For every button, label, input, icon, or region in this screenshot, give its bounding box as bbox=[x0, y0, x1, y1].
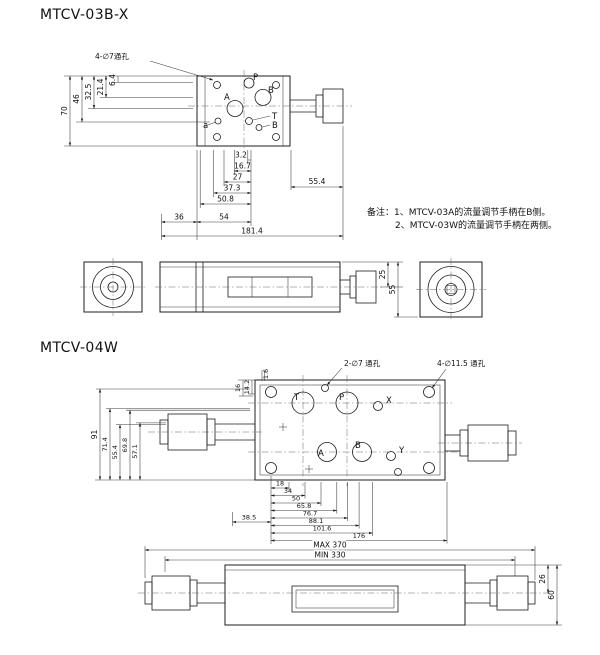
dim-14-2: 14.2 bbox=[243, 380, 251, 394]
port-a-circle bbox=[317, 442, 337, 462]
dim-18: 18 bbox=[276, 480, 284, 488]
port-label-b: B bbox=[268, 86, 274, 96]
model-title-mtcv-03b: MTCV-03B-X bbox=[40, 7, 129, 23]
port-label-y: Y bbox=[398, 446, 405, 456]
port-label-a2: a bbox=[203, 121, 208, 131]
valve-body-top-view-04 bbox=[254, 379, 446, 481]
dim-71-4: 71.4 bbox=[101, 437, 109, 451]
port-b-circle bbox=[352, 442, 372, 462]
adjust-knob bbox=[290, 88, 344, 124]
pilot-hole bbox=[321, 384, 329, 392]
dim-57-1: 57.1 bbox=[131, 444, 139, 458]
dim-76-7: 76.7 bbox=[303, 510, 317, 518]
dim-1-6: 1.6 bbox=[262, 369, 270, 379]
dim-91: 91 bbox=[90, 430, 99, 440]
dim-101-6: 101.6 bbox=[313, 525, 332, 533]
dim-21-4: 21.4 bbox=[96, 78, 105, 95]
mounting-hole bbox=[272, 81, 280, 89]
dim-max-370: MAX 370 bbox=[313, 541, 347, 550]
dim-54: 54 bbox=[219, 213, 229, 222]
mounting-hole bbox=[213, 133, 221, 141]
pilot-hole bbox=[394, 468, 402, 476]
dim-27: 27 bbox=[233, 173, 243, 182]
port-p-circle bbox=[243, 77, 255, 89]
datum-cross bbox=[279, 423, 313, 473]
mtcv03-side-dims: 25 55 bbox=[342, 261, 418, 318]
port-label-a: A bbox=[318, 449, 324, 459]
dim-6-4: 6.4 bbox=[108, 74, 117, 86]
model-title-mtcv-04w: MTCV-04W bbox=[40, 340, 118, 356]
dim-25: 25 bbox=[378, 270, 387, 280]
dim-46: 46 bbox=[72, 94, 81, 104]
mtcv04-vertical-dims: 91 71.4 55.4 69.8 57.1 bbox=[90, 388, 255, 481]
mounting-hole bbox=[423, 462, 435, 474]
dim-60: 60 bbox=[547, 590, 556, 600]
mounting-hole bbox=[423, 386, 435, 398]
mtcv03-end-view-right bbox=[416, 258, 486, 321]
mtcv04-topleft-dims: 16 14.2 1.6 bbox=[234, 369, 270, 397]
dim-37-3: 37.3 bbox=[224, 184, 241, 193]
port-p-circle bbox=[335, 391, 359, 415]
port-a-circle bbox=[226, 100, 244, 117]
remark-line-1: 备注：1、MTCV-03A的流量调节手柄在B侧。 bbox=[367, 206, 550, 218]
port-b2-circle bbox=[255, 124, 263, 131]
dim-70: 70 bbox=[60, 106, 69, 116]
dim-16-7: 16.7 bbox=[234, 162, 251, 171]
mounting-hole bbox=[213, 81, 221, 89]
dim-88-1: 88.1 bbox=[309, 517, 323, 525]
port-a2-circle bbox=[214, 117, 222, 125]
dim-32-5: 32.5 bbox=[84, 83, 93, 100]
dim-55: 55 bbox=[388, 285, 397, 295]
port-label-a: A bbox=[224, 93, 230, 103]
valve-body-top-view bbox=[196, 75, 291, 147]
dim-55-4: 55.4 bbox=[111, 445, 119, 459]
dim-181-4: 181.4 bbox=[241, 227, 263, 236]
port-t-circle bbox=[245, 117, 253, 125]
port-label-t: T bbox=[293, 393, 300, 403]
dim-65-8: 65.8 bbox=[297, 502, 311, 510]
mtcv03-end-view-left bbox=[80, 258, 146, 316]
port-label-b: B bbox=[355, 441, 361, 451]
mtcv03-vertical-dims: 70 46 32.5 21.4 6.4 bbox=[60, 74, 210, 147]
dim-55-4: 55.4 bbox=[309, 177, 326, 186]
dim-3-2: 3.2 bbox=[235, 151, 247, 160]
nameplate bbox=[291, 585, 399, 613]
valve-body-front-view bbox=[224, 564, 466, 626]
adjust-knob-left bbox=[159, 413, 255, 451]
port-b-circle bbox=[254, 89, 272, 106]
dim-34: 34 bbox=[284, 487, 292, 495]
port-label-p: P bbox=[253, 73, 258, 83]
mtcv04-front-view: MAX 370 MIN 330 26 60 bbox=[138, 539, 562, 626]
dim-min-330: MIN 330 bbox=[315, 551, 346, 560]
mounting-hole bbox=[265, 462, 277, 474]
dim-36: 36 bbox=[174, 213, 184, 222]
dim-69-8: 69.8 bbox=[121, 438, 129, 452]
port-x-circle bbox=[373, 401, 383, 411]
remark-line-2: 2、MTCV-03W的流量调节手柄在两侧。 bbox=[395, 219, 557, 231]
mounting-hole bbox=[265, 386, 277, 398]
mtcv03-side-view bbox=[155, 261, 382, 313]
dim-50: 50 bbox=[292, 495, 300, 503]
dim-38-5: 38.5 bbox=[242, 514, 256, 522]
mounting-hole bbox=[272, 133, 280, 141]
dim-26: 26 bbox=[538, 574, 547, 584]
mtcv04-top-view: 2-∅7 通孔 4-∅11.5 通孔 T P X A B Y bbox=[90, 358, 522, 544]
mtcv04-horizontal-dims: 18 34 50 65.8 76.7 88.1 101.6 176 38.5 bbox=[232, 476, 448, 544]
dim-50-8: 50.8 bbox=[217, 195, 234, 204]
port-label-x: X bbox=[386, 396, 392, 406]
adjust-knob-right bbox=[445, 424, 517, 462]
port-label-t: T bbox=[271, 112, 278, 122]
port-label-p: P bbox=[339, 393, 344, 403]
hole-note-4x11-5: 4-∅11.5 通孔 bbox=[437, 358, 486, 368]
hole-note-2x7: 2-∅7 通孔 bbox=[344, 358, 381, 368]
dim-176: 176 bbox=[353, 532, 365, 540]
port-t-circle bbox=[291, 391, 315, 415]
port-label-b2: B bbox=[272, 121, 278, 131]
mtcv03-horizontal-dims: 3.2 16.7 27 37.3 50.8 36 54 181.4 55.4 bbox=[161, 126, 344, 240]
hole-note-4x7: 4-∅7通孔 bbox=[95, 51, 129, 61]
port-y-circle bbox=[386, 451, 396, 461]
mtcv03-top-view: 4-∅7通孔 P A B T B a bbox=[60, 51, 352, 240]
dim-16: 16 bbox=[234, 384, 242, 392]
